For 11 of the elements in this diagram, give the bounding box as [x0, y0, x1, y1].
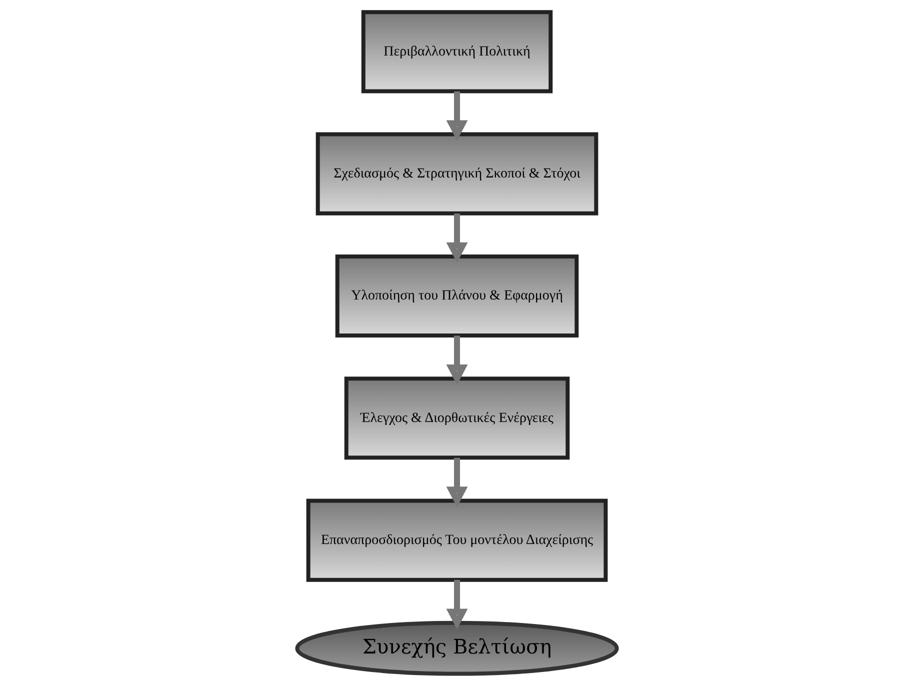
arrow — [446, 336, 468, 385]
node-box: Περιβαλλοντική Πολιτική — [361, 10, 553, 94]
node-box: Έλεγχος & Διορθωτικές Ενέργειες — [344, 376, 570, 460]
arrow — [446, 91, 468, 141]
node-box: Υλοποίηση του Πλάνου & Εφαρμογή — [335, 254, 579, 338]
arrow — [446, 214, 468, 263]
arrow — [446, 458, 468, 508]
node-box: Σχεδιασμός & Στρατηγική Σκοποί & Στόχοι — [316, 132, 598, 216]
node-box: Επαναπροσδιορισμός Του μοντέλου Διαχείρισης — [306, 498, 608, 582]
node-ellipse: Συνεχής Βελτίωση — [295, 620, 619, 676]
arrow — [446, 580, 468, 630]
